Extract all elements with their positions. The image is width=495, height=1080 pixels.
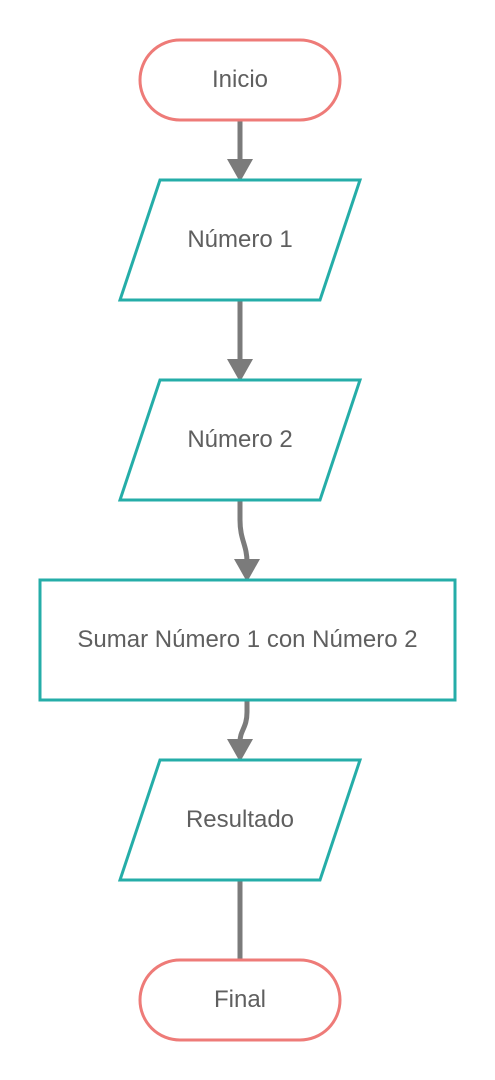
- terminal-end-shape: [138, 958, 342, 1042]
- process-sum-label: Sumar Número 1 con Número 2: [77, 626, 418, 653]
- arrowhead-input2: [227, 359, 253, 382]
- input1-label: Número 1: [187, 226, 293, 253]
- terminal-start-shape: [138, 38, 342, 122]
- terminal-end-label: Final: [213, 986, 267, 1013]
- arrowhead-output: [227, 739, 253, 762]
- input1-shape: [117, 178, 363, 302]
- process-sum-shape: [38, 578, 457, 702]
- connector-input2-to-sum: [237, 497, 250, 565]
- input2-shape: [117, 378, 363, 502]
- output-shape: [117, 758, 363, 882]
- connector-sum-to-output: [237, 697, 250, 745]
- arrowhead-sum: [234, 559, 260, 582]
- input2-label: Número 2: [187, 426, 293, 453]
- output-label: Resultado: [185, 806, 295, 833]
- arrowheads: [227, 159, 260, 762]
- terminal-start-label: Inicio: [211, 66, 269, 93]
- connectors: [237, 117, 250, 963]
- arrowhead-input1: [227, 159, 253, 182]
